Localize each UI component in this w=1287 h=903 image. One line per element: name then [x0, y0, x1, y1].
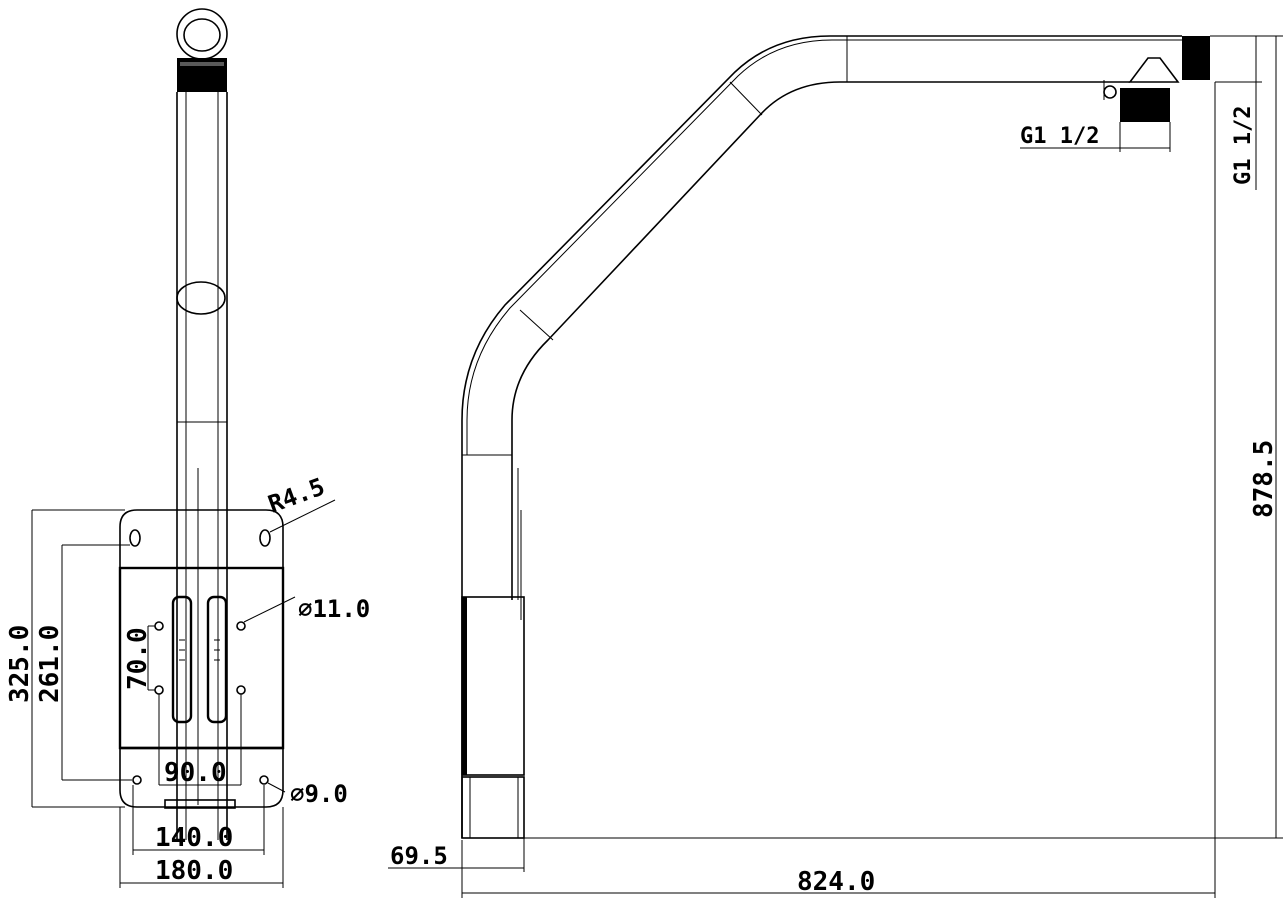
valve-body	[1128, 57, 1180, 83]
dim-arm-height: 878.5	[1249, 440, 1279, 518]
front-view	[31, 8, 336, 888]
slot-left	[171, 595, 193, 724]
dim-thread-inlet: G1 1/2	[1231, 106, 1256, 185]
dim-width-inner: 90.0	[164, 758, 227, 788]
base-plate	[119, 509, 284, 808]
pipe-end-inner	[183, 18, 221, 52]
hole-small	[154, 685, 164, 695]
dim-hole-large: ⌀11.0	[298, 595, 370, 623]
slot-right	[206, 595, 228, 724]
hole-small	[236, 621, 246, 631]
hole-small	[236, 685, 246, 695]
pipe-cross-section	[176, 281, 226, 315]
dim-height-total: 325.0	[5, 625, 35, 703]
dim-side-offset: 69.5	[390, 842, 448, 870]
inlet-thread	[1120, 88, 1170, 122]
keyhole-left	[129, 529, 141, 547]
dim-arm-length: 824.0	[797, 867, 875, 897]
dim-radius: R4.5	[264, 473, 328, 519]
arm-inner	[511, 81, 1130, 455]
outlet-thread	[1182, 36, 1210, 80]
dim-height-holes: 261.0	[35, 625, 65, 703]
side-view	[388, 35, 1283, 898]
hole-bottom	[132, 775, 142, 785]
bracket-foot	[461, 776, 525, 839]
wall-bracket	[461, 596, 525, 776]
dim-height-inner: 70.0	[123, 627, 153, 690]
arm-outer	[461, 35, 1182, 455]
hole-bottom	[259, 775, 269, 785]
dim-width-plate: 180.0	[155, 856, 233, 886]
keyhole-right	[259, 529, 271, 547]
dim-width-holes: 140.0	[155, 823, 233, 853]
dim-thread-outlet: G1 1/2	[1020, 124, 1099, 149]
hole-small	[154, 621, 164, 631]
thread-block	[177, 58, 227, 92]
dim-hole-small: ⌀9.0	[290, 780, 348, 808]
